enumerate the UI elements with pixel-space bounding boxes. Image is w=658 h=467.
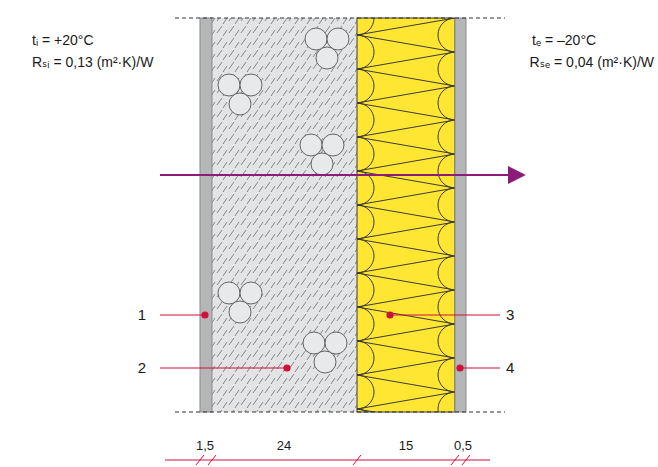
callout-number: 3 <box>506 306 514 323</box>
condition-text: tᵢ = +20°C <box>32 32 94 48</box>
aggregate <box>218 28 349 373</box>
concrete-layer <box>212 18 357 412</box>
dimension-text: 0,5 <box>454 439 472 454</box>
condition-text: Rₛᵢ = 0,13 (m²·K)/W <box>32 54 153 70</box>
aggregate-circle <box>218 282 240 304</box>
condition-text: Rₛₑ = 0,04 (m²·K)/W <box>530 54 654 70</box>
aggregate-circle <box>218 74 240 96</box>
aggregate-circle <box>300 134 322 156</box>
callout-number: 2 <box>138 359 146 376</box>
inner-plaster <box>200 18 212 412</box>
callout-number: 1 <box>138 306 146 323</box>
aggregate-circle <box>325 332 347 354</box>
aggregate-circle <box>305 28 327 50</box>
cut-line <box>175 18 505 19</box>
aggregate-circle <box>327 28 349 50</box>
aggregate-circle <box>311 153 333 175</box>
outer-plaster <box>455 18 466 412</box>
insulation-loop <box>357 18 455 412</box>
heat-flow-arrow <box>160 174 524 176</box>
aggregate-circle <box>229 93 251 115</box>
aggregate-circle <box>314 351 336 373</box>
dimension-line <box>165 455 490 465</box>
aggregate-circle <box>316 47 338 69</box>
aggregate-circle <box>303 332 325 354</box>
cut-line <box>175 412 505 413</box>
insulation-pattern <box>357 18 455 412</box>
aggregate-circle <box>240 282 262 304</box>
dimension-text: 1,5 <box>196 439 214 454</box>
concrete-hatch <box>212 18 357 412</box>
aggregate-circle <box>240 74 262 96</box>
condition-text: tₑ = –20°C <box>532 32 596 48</box>
dimension-text: 24 <box>277 439 291 454</box>
leader-lines <box>160 312 500 371</box>
aggregate-circle <box>322 134 344 156</box>
dimension-text: 15 <box>399 439 413 454</box>
aggregate-circle <box>229 301 251 323</box>
callout-number: 4 <box>506 359 514 376</box>
